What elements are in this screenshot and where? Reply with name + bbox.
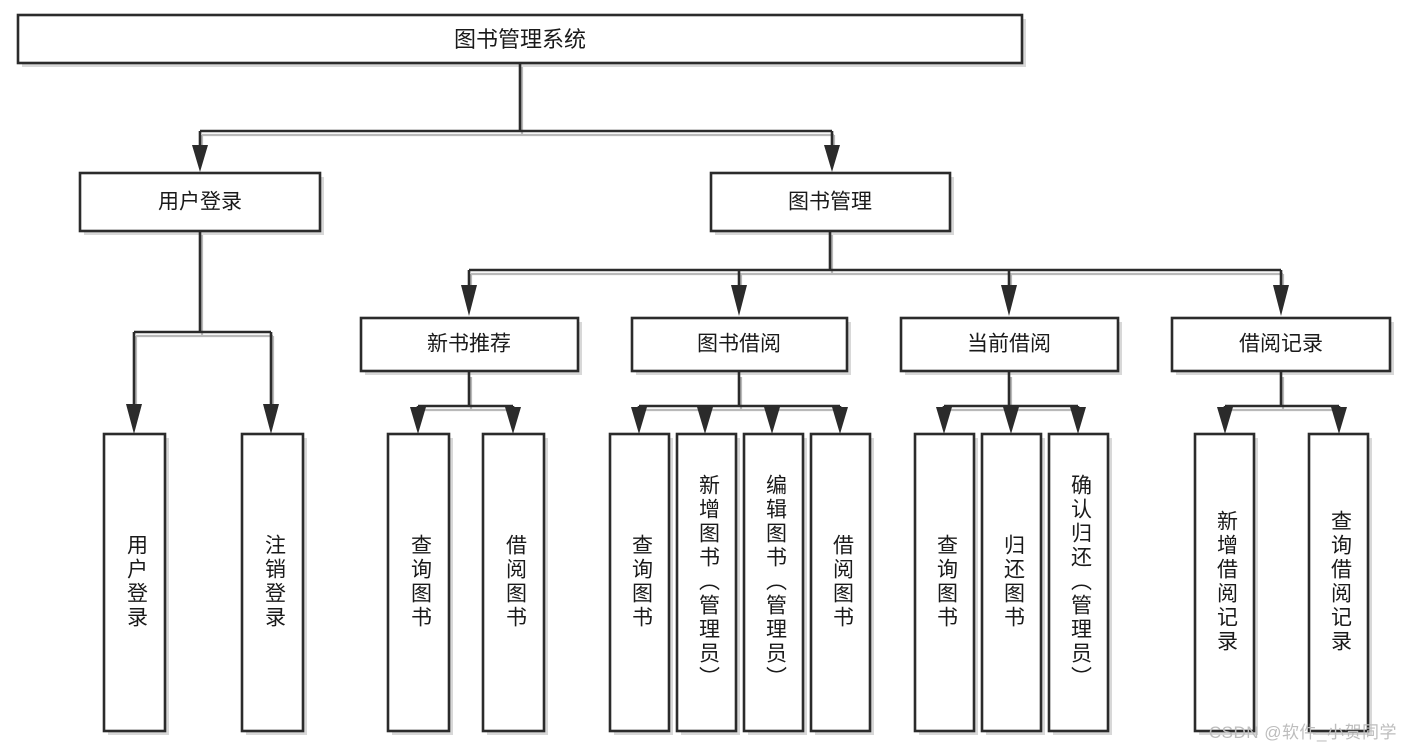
arrow-to-current-borrow (1001, 285, 1017, 316)
node-book-manage[interactable]: 图书管理 (709, 171, 954, 235)
leaf-node[interactable]: 用户登录 (102, 432, 169, 735)
leaf-label: 确认归还（管理员） (1068, 474, 1092, 690)
leaf-node[interactable]: 注销登录 (240, 432, 307, 735)
arrow-to-book-manage (824, 145, 840, 172)
leaf-box (240, 432, 305, 733)
node-borrow-record[interactable]: 借阅记录 (1170, 316, 1394, 375)
leaf-label: 新增图书（管理员） (696, 474, 720, 690)
node-root[interactable]: 图书管理系统 (16, 13, 1026, 67)
leaf-node[interactable]: 查询图书 (608, 432, 673, 735)
leaf-node[interactable]: 新增借阅记录 (1193, 432, 1258, 735)
leaf-node[interactable]: 查询图书 (913, 432, 978, 735)
borrow-record-box (1170, 316, 1392, 373)
arrow-to-leaf-add-record (1217, 407, 1233, 434)
leaf-label: 查询图书 (629, 534, 653, 630)
connector-root-to-level2 (192, 63, 840, 172)
root-box (16, 13, 1024, 65)
node-new-book-recommend[interactable]: 新书推荐 (359, 316, 582, 375)
leaf-node[interactable]: 新增图书（管理员） (675, 432, 740, 735)
user-login-label: 用户登录 (158, 191, 242, 214)
user-login-box (78, 171, 322, 233)
leaf-label: 查询图书 (408, 534, 432, 630)
leaf-box (809, 432, 872, 733)
leaf-node[interactable]: 借阅图书 (481, 432, 548, 735)
new-book-recommend-box (359, 316, 580, 373)
connector-current-borrow-to-leaves (936, 371, 1086, 434)
leaf-box (386, 432, 451, 733)
arrow-to-leaf-return-book (1003, 407, 1019, 434)
leaf-label: 注销登录 (262, 534, 286, 630)
leaf-box (1307, 432, 1370, 733)
arrow-to-book-borrow (731, 285, 747, 316)
arrow-to-leaf-user-login (126, 404, 142, 434)
node-book-borrow[interactable]: 图书借阅 (630, 316, 851, 375)
connector-borrow-record-to-leaves (1217, 371, 1347, 434)
leaf-box (102, 432, 167, 733)
connector-book-manage-to-level3 (461, 231, 1289, 316)
current-borrow-label: 当前借阅 (967, 333, 1051, 356)
arrow-to-leaf-borrow-book-1 (505, 407, 521, 434)
leaf-box (980, 432, 1043, 733)
arrow-to-leaf-query-book-1 (410, 407, 426, 434)
leaf-box (481, 432, 546, 733)
arrow-to-user-login (192, 145, 208, 172)
leaf-box (913, 432, 976, 733)
leaf-node[interactable]: 编辑图书（管理员） (742, 432, 807, 735)
leaf-box (1047, 432, 1110, 733)
arrow-to-leaf-logout (263, 404, 279, 434)
book-borrow-label: 图书借阅 (697, 333, 781, 356)
arrow-to-leaf-query-book-3 (936, 407, 952, 434)
leaf-label: 新增借阅记录 (1214, 510, 1238, 654)
connector-user-login-to-leaves (126, 231, 279, 434)
leaf-box (742, 432, 805, 733)
node-current-borrow[interactable]: 当前借阅 (899, 316, 1122, 375)
current-borrow-box (899, 316, 1120, 373)
leaf-label: 编辑图书（管理员） (763, 474, 787, 690)
leaf-label: 归还图书 (1001, 534, 1025, 630)
leaf-box (1193, 432, 1256, 733)
book-manage-label: 图书管理 (788, 191, 872, 214)
leaf-node[interactable]: 查询图书 (386, 432, 453, 735)
connector-new-book-recommend-to-leaves (410, 371, 521, 434)
arrow-to-borrow-record (1273, 285, 1289, 316)
leaf-box (675, 432, 738, 733)
arrow-to-leaf-edit-book (764, 407, 780, 434)
leaf-node[interactable]: 确认归还（管理员） (1047, 432, 1112, 735)
arrow-to-leaf-query-record (1331, 407, 1347, 434)
arrow-to-leaf-borrow-book-2 (832, 407, 848, 434)
leaf-label: 查询借阅记录 (1328, 510, 1352, 654)
connector-book-borrow-to-leaves (631, 371, 848, 434)
leaf-label: 借阅图书 (830, 534, 854, 630)
arrow-to-leaf-confirm-return (1070, 407, 1086, 434)
leaf-label: 借阅图书 (503, 534, 527, 630)
arrow-to-new-book-recommend (461, 285, 477, 316)
leaf-node[interactable]: 查询借阅记录 (1307, 432, 1372, 735)
node-user-login[interactable]: 用户登录 (78, 171, 324, 235)
leaf-node[interactable]: 归还图书 (980, 432, 1045, 735)
new-book-recommend-label: 新书推荐 (427, 333, 511, 356)
borrow-record-label: 借阅记录 (1239, 333, 1323, 356)
arrow-to-leaf-add-book (697, 407, 713, 434)
leaf-label: 用户登录 (124, 534, 148, 630)
leaf-node[interactable]: 借阅图书 (809, 432, 874, 735)
leaf-label: 查询图书 (934, 534, 958, 630)
arrow-to-leaf-query-book-2 (631, 407, 647, 434)
root-label: 图书管理系统 (454, 27, 586, 52)
leaf-box (608, 432, 671, 733)
